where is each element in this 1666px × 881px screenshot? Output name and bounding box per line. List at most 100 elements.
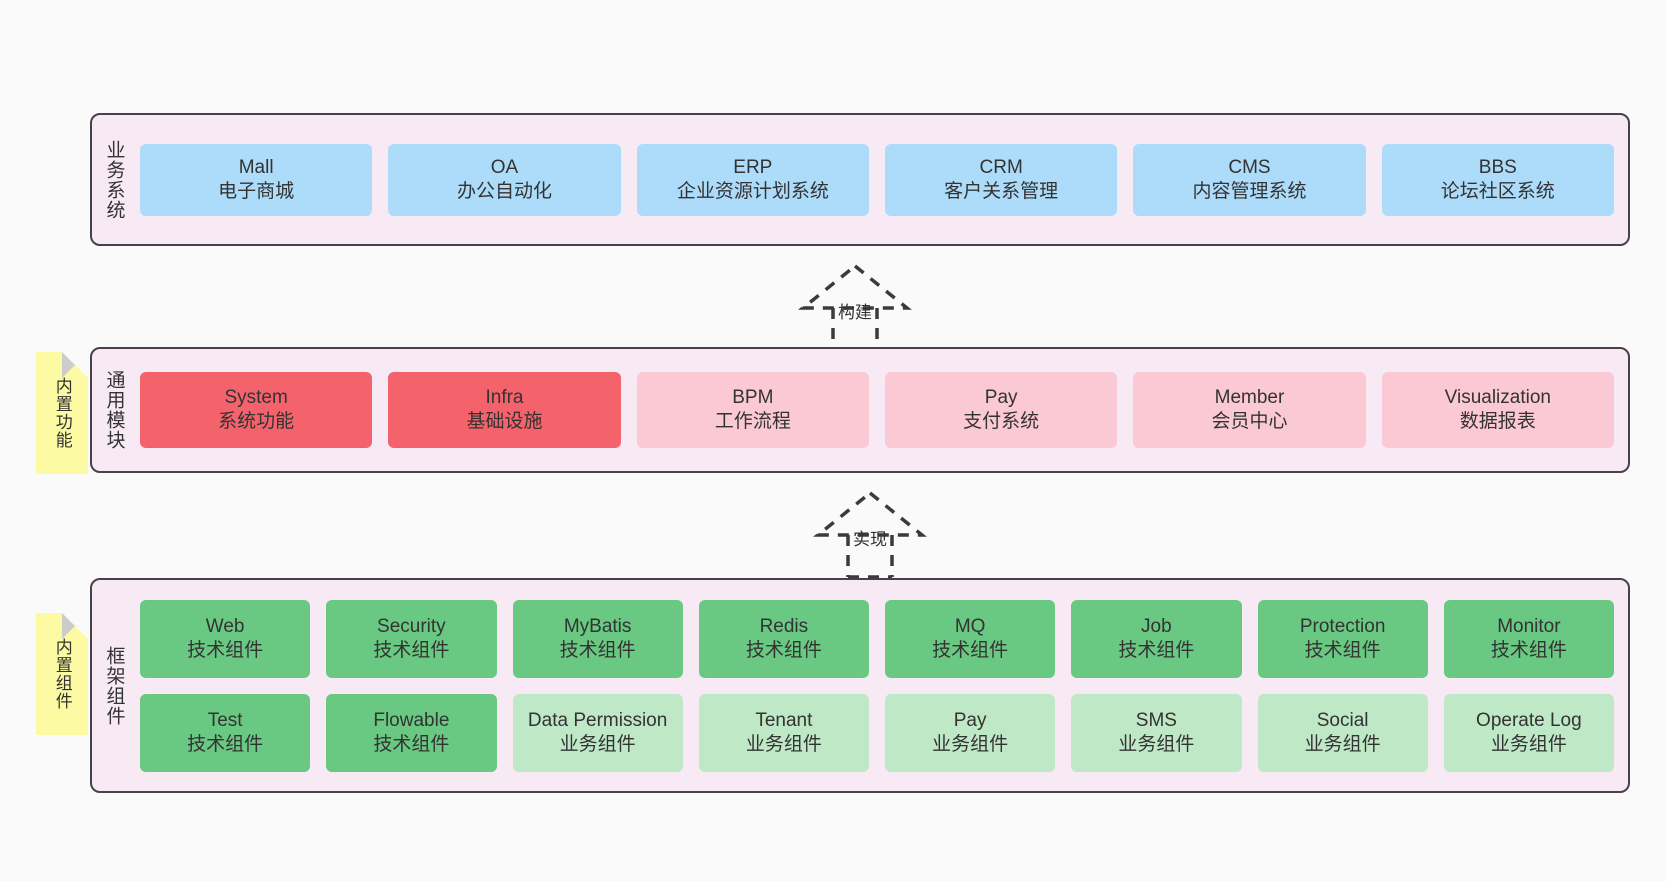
- node-bpm[interactable]: BPM 工作流程: [636, 372, 869, 448]
- node-row: System 系统功能 Infra 基础设施 BPM 工作流程 Pay 支付系统…: [140, 372, 1614, 448]
- node-subtitle: 技术组件: [187, 639, 264, 661]
- layer-body-common-module: System 系统功能 Infra 基础设施 BPM 工作流程 Pay 支付系统…: [134, 349, 1628, 471]
- node-subtitle: 技术组件: [559, 639, 636, 661]
- node-title: MQ: [954, 615, 986, 637]
- node-subtitle: 基础设施: [466, 411, 543, 432]
- node-title: CRM: [979, 156, 1023, 178]
- node-test[interactable]: Test 技术组件: [140, 693, 311, 772]
- node-subtitle: 业务组件: [745, 733, 822, 755]
- node-title: CMS: [1228, 156, 1271, 178]
- connector-build: 构建: [775, 262, 935, 352]
- generalization-arrowhead: [813, 490, 927, 537]
- node-monitor[interactable]: Monitor 技术组件: [1443, 599, 1614, 678]
- node-visualization[interactable]: Visualization 数据报表: [1381, 372, 1614, 448]
- node-social[interactable]: Social 业务组件: [1257, 693, 1428, 772]
- note-label: 内置功能: [52, 377, 72, 449]
- node-title: Redis: [759, 615, 809, 637]
- node-mybatis[interactable]: MyBatis 技术组件: [512, 599, 683, 678]
- node-title: System: [224, 387, 288, 409]
- node-title: Security: [377, 615, 446, 637]
- node-subtitle: 会员中心: [1211, 411, 1288, 432]
- node-subtitle: 技术组件: [745, 639, 822, 661]
- node-subtitle: 论坛社区系统: [1440, 180, 1555, 202]
- node-infra[interactable]: Infra 基础设施: [388, 372, 621, 448]
- connector-label-build: 构建: [838, 303, 872, 322]
- node-subtitle: 技术组件: [1490, 639, 1567, 661]
- node-protection[interactable]: Protection 技术组件: [1257, 599, 1428, 678]
- node-cms[interactable]: CMS 内容管理系统: [1133, 143, 1366, 216]
- node-title: ERP: [733, 156, 773, 178]
- node-row: Mall 电子商城 OA 办公自动化 ERP 企业资源计划系统 CRM 客户关系…: [140, 143, 1614, 216]
- node-pay-module[interactable]: Pay 支付系统: [884, 372, 1118, 448]
- node-data-permission[interactable]: Data Permission 业务组件: [512, 693, 683, 772]
- node-tenant[interactable]: Tenant 业务组件: [698, 693, 869, 772]
- node-pay-component[interactable]: Pay 业务组件: [885, 693, 1056, 772]
- generalization-arrowhead: [798, 263, 912, 310]
- node-subtitle: 支付系统: [963, 411, 1040, 432]
- node-subtitle: 业务组件: [559, 733, 636, 755]
- node-subtitle: 企业资源计划系统: [676, 180, 829, 202]
- node-subtitle: 办公自动化: [456, 180, 552, 202]
- layer-body-business-system: Mall 电子商城 OA 办公自动化 ERP 企业资源计划系统 CRM 客户关系…: [134, 115, 1628, 244]
- node-sms[interactable]: SMS 业务组件: [1071, 693, 1242, 772]
- node-subtitle: 技术组件: [1118, 639, 1195, 661]
- node-title: SMS: [1135, 709, 1177, 731]
- node-web[interactable]: Web 技术组件: [140, 599, 311, 678]
- node-subtitle: 技术组件: [373, 733, 450, 755]
- node-mq[interactable]: MQ 技术组件: [885, 599, 1056, 678]
- layer-title-framework-component: 框架组件: [103, 645, 125, 726]
- node-subtitle: 技术组件: [932, 639, 1009, 661]
- layer-common-module: 通用模块 System 系统功能 Infra 基础设施 BPM 工作流程 Pay…: [90, 347, 1630, 473]
- node-bbs[interactable]: BBS 论坛社区系统: [1381, 143, 1614, 216]
- node-subtitle: 电子商城: [218, 180, 295, 202]
- node-subtitle: 内容管理系统: [1192, 180, 1307, 202]
- node-mall[interactable]: Mall 电子商城: [140, 143, 373, 216]
- node-title: OA: [490, 156, 519, 178]
- node-row: Web 技术组件 Security 技术组件 MyBatis 技术组件 Redi…: [140, 599, 1614, 678]
- node-oa[interactable]: OA 办公自动化: [388, 143, 621, 216]
- node-row: Test 技术组件 Flowable 技术组件 Data Permission …: [140, 693, 1614, 772]
- node-subtitle: 技术组件: [187, 733, 264, 755]
- note-builtin-function: 内置功能: [36, 352, 88, 474]
- node-title: Mall: [238, 156, 274, 178]
- node-title: Visualization: [1444, 387, 1551, 409]
- node-title: Job: [1141, 615, 1172, 637]
- layer-body-framework-component: Web 技术组件 Security 技术组件 MyBatis 技术组件 Redi…: [134, 580, 1628, 791]
- node-crm[interactable]: CRM 客户关系管理: [884, 143, 1118, 216]
- node-subtitle: 业务组件: [1490, 733, 1567, 755]
- generalization-stem: [846, 535, 894, 579]
- layer-business-system: 业务系统 Mall 电子商城 OA 办公自动化 ERP 企业资源计划系统 CRM…: [90, 113, 1630, 246]
- note-label: 内置组件: [52, 638, 72, 710]
- node-flowable[interactable]: Flowable 技术组件: [326, 693, 497, 772]
- node-subtitle: 业务组件: [1304, 733, 1381, 755]
- node-title: Pay: [984, 387, 1018, 409]
- node-title: Test: [207, 709, 243, 731]
- node-system[interactable]: System 系统功能: [140, 372, 373, 448]
- node-redis[interactable]: Redis 技术组件: [698, 599, 869, 678]
- node-title: BPM: [732, 387, 774, 409]
- node-subtitle: 技术组件: [373, 639, 450, 661]
- node-title: Monitor: [1497, 615, 1561, 637]
- node-title: BBS: [1478, 156, 1517, 178]
- node-operate-log[interactable]: Operate Log 业务组件: [1443, 693, 1614, 772]
- node-title: Infra: [485, 387, 524, 409]
- node-subtitle: 工作流程: [714, 411, 791, 432]
- layer-framework-component: 框架组件 Web 技术组件 Security 技术组件 MyBatis 技术组件…: [90, 578, 1630, 793]
- node-subtitle: 数据报表: [1459, 411, 1536, 432]
- node-member[interactable]: Member 会员中心: [1133, 372, 1366, 448]
- node-subtitle: 业务组件: [1118, 733, 1195, 755]
- node-title: Flowable: [373, 709, 450, 731]
- layer-title-business-system: 业务系统: [103, 139, 125, 220]
- node-title: Protection: [1299, 615, 1386, 637]
- node-security[interactable]: Security 技术组件: [326, 599, 497, 678]
- node-title: Social: [1316, 709, 1369, 731]
- note-builtin-component: 内置组件: [36, 613, 88, 735]
- connector-implement: 实现: [790, 489, 950, 579]
- node-erp[interactable]: ERP 企业资源计划系统: [636, 143, 869, 216]
- node-title: MyBatis: [563, 615, 632, 637]
- node-job[interactable]: Job 技术组件: [1071, 599, 1242, 678]
- node-title: Pay: [953, 709, 987, 731]
- connector-label-implement: 实现: [853, 530, 887, 549]
- node-title: Operate Log: [1476, 709, 1582, 731]
